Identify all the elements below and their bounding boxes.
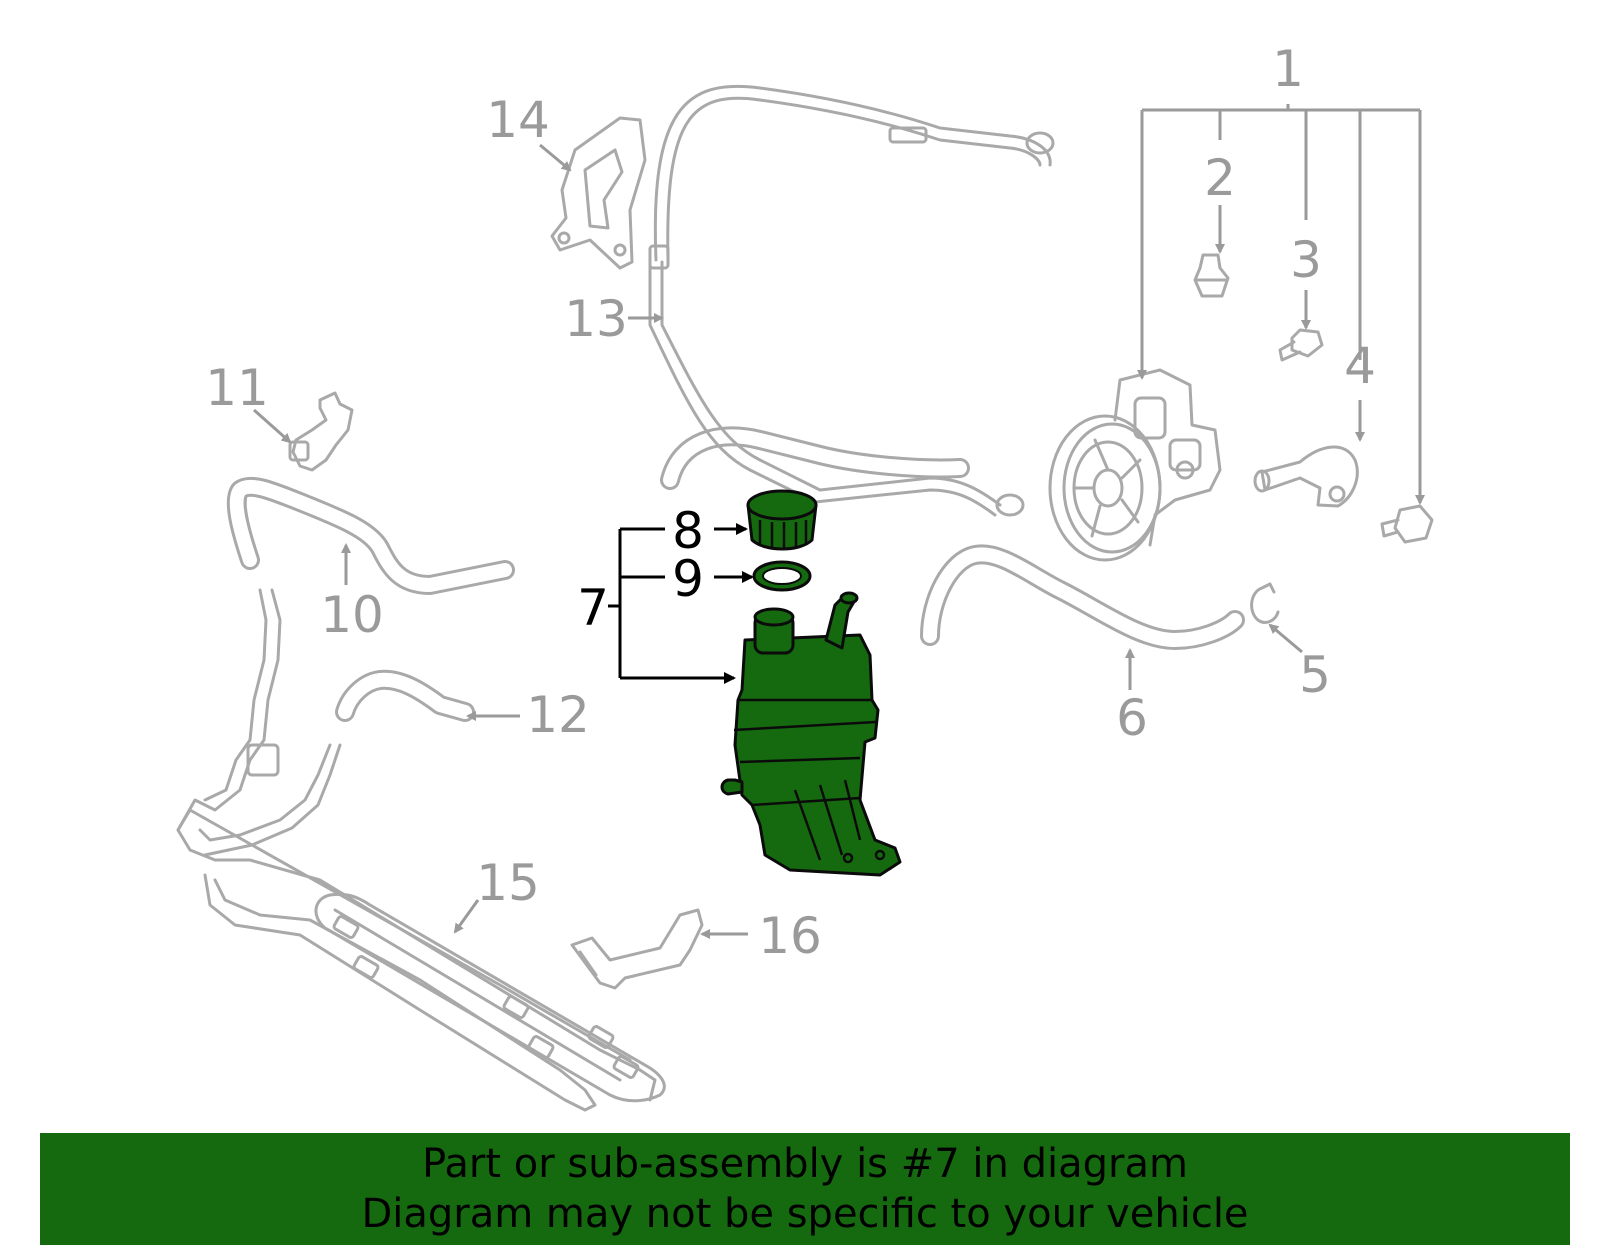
bolt-part-3 bbox=[1278, 328, 1324, 362]
fitting-part-2 bbox=[1193, 253, 1230, 298]
bracket-part-14 bbox=[550, 116, 647, 270]
banner-line-2: Diagram may not be specific to your vehi… bbox=[361, 1191, 1249, 1237]
callout-15: 15 bbox=[476, 854, 540, 912]
callout-labels: 1 2 3 4 5 6 7 8 9 10 11 12 13 14 15 16 bbox=[205, 40, 1376, 965]
hose-part-10 bbox=[226, 476, 515, 595]
callout-16: 16 bbox=[758, 907, 822, 965]
clamp-part-5 bbox=[1250, 582, 1280, 624]
callout-6: 6 bbox=[1116, 689, 1148, 747]
callout-8: 8 bbox=[672, 502, 704, 560]
callout-3: 3 bbox=[1290, 231, 1322, 289]
hose-part-12 bbox=[335, 669, 475, 722]
callout-7: 7 bbox=[577, 579, 609, 637]
clip-part-11 bbox=[288, 391, 354, 472]
callout-12: 12 bbox=[526, 686, 590, 744]
callout-14: 14 bbox=[486, 91, 550, 149]
callout-11: 11 bbox=[205, 359, 269, 417]
info-banner: Part or sub-assembly is #7 in diagram Di… bbox=[40, 1133, 1570, 1245]
cap-part-8 bbox=[746, 489, 818, 551]
callout-2: 2 bbox=[1204, 149, 1236, 207]
callout-5: 5 bbox=[1299, 646, 1331, 704]
callout-4: 4 bbox=[1344, 337, 1376, 395]
power-steering-pump-part-1 bbox=[1048, 368, 1222, 562]
callout-10: 10 bbox=[320, 586, 384, 644]
return-hose-part-6 bbox=[920, 544, 1245, 650]
bolt-part-1 bbox=[1380, 504, 1434, 544]
pressure-hose-part-13 bbox=[648, 84, 1055, 517]
callout-9: 9 bbox=[672, 550, 704, 608]
bracket-part-16 bbox=[570, 908, 704, 990]
banner-line-1: Part or sub-assembly is #7 in diagram bbox=[422, 1141, 1188, 1187]
cooler-part-15 bbox=[176, 588, 666, 1112]
leader-lines bbox=[253, 104, 1425, 939]
reservoir-part-7 bbox=[720, 591, 902, 877]
seal-part-9 bbox=[752, 560, 812, 592]
callout-1: 1 bbox=[1272, 40, 1304, 98]
callout-13: 13 bbox=[564, 290, 628, 348]
fitting-part-4 bbox=[1253, 445, 1359, 508]
